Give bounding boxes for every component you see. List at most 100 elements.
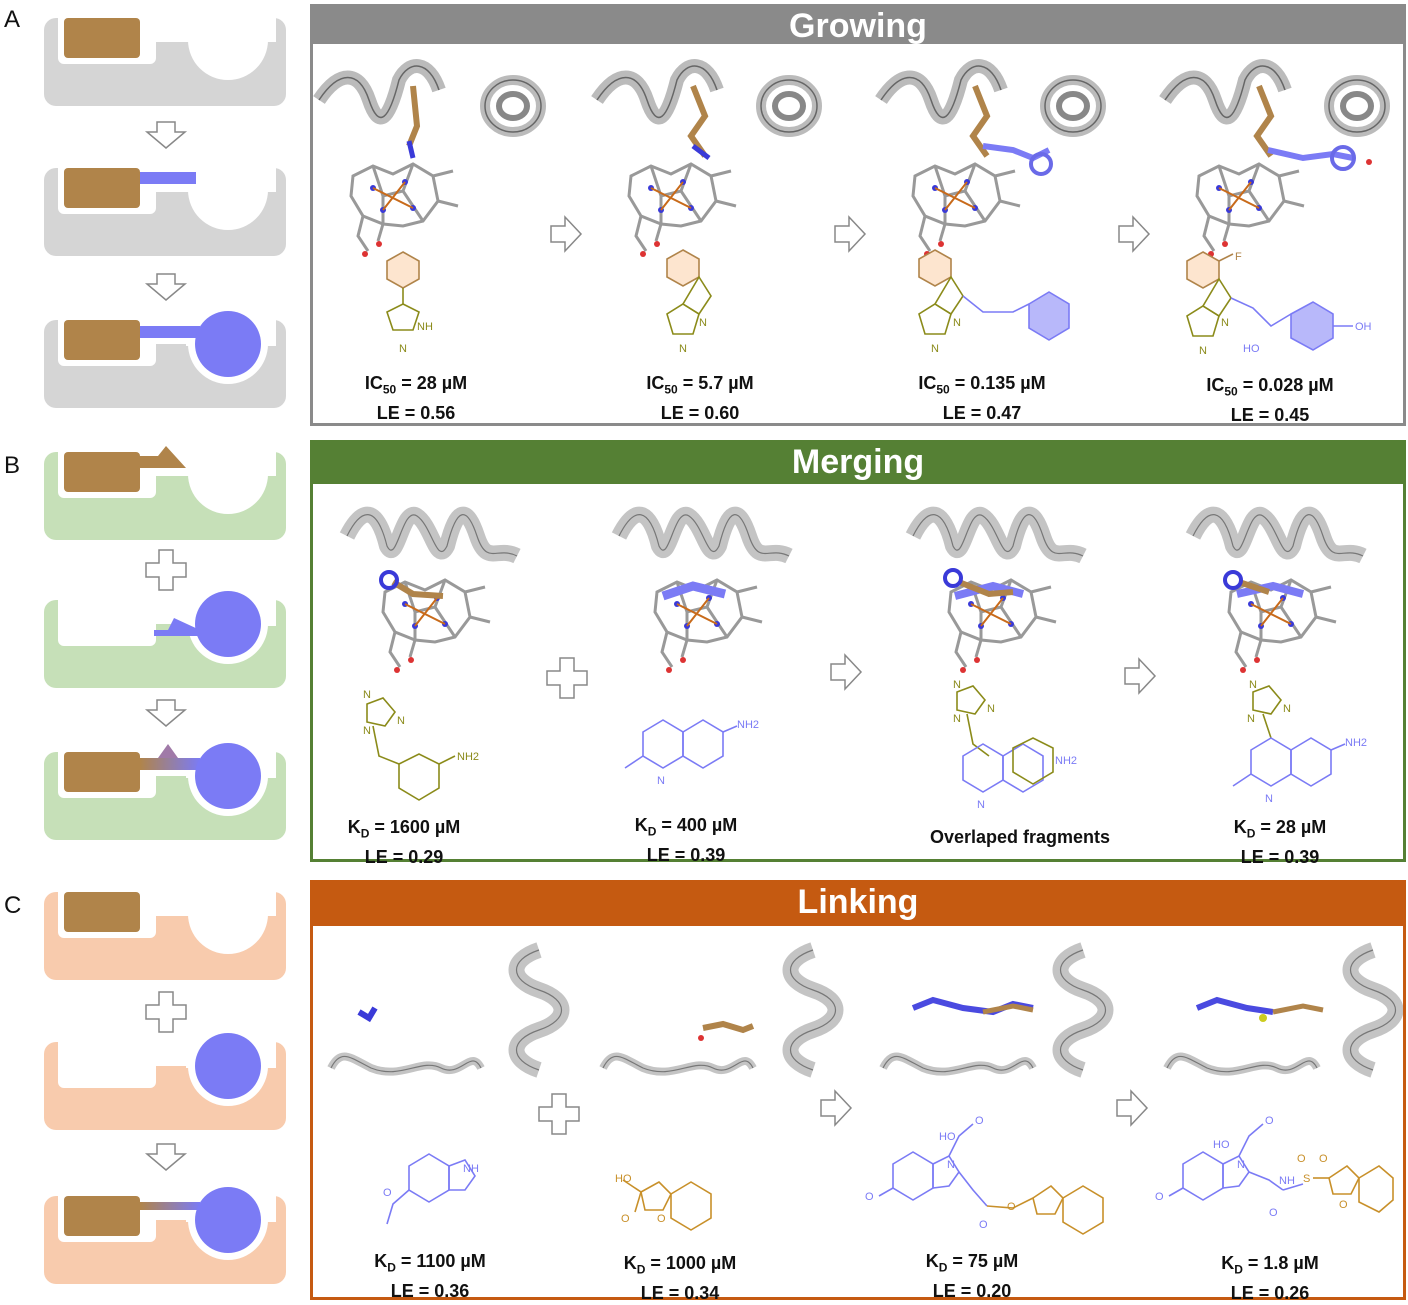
right-arrow-icon: [1124, 658, 1156, 694]
atom-label: O: [1269, 1207, 1278, 1219]
atom-label: N: [363, 689, 371, 701]
atom-label: NH2: [1345, 737, 1367, 749]
caption-a3: IC50 = 0.135 µM LE = 0.47: [918, 373, 1046, 423]
panel-letter-b: B: [4, 452, 21, 479]
atom-label: O: [1297, 1153, 1306, 1165]
complex-c2: [603, 950, 836, 1072]
structure-c1: NH O: [383, 1153, 479, 1225]
atom-label: N: [399, 343, 407, 355]
atom-label: O: [621, 1213, 630, 1225]
atom-label: N: [1199, 345, 1207, 357]
atom-label: N: [977, 799, 985, 811]
panel-title-linking: Linking: [310, 880, 1406, 926]
atom-label: N: [953, 679, 961, 691]
atom-label: N: [657, 775, 665, 787]
down-arrow-icon: [146, 273, 186, 301]
panel-title-growing: Growing: [310, 4, 1406, 45]
atom-label: NH2: [1055, 755, 1077, 767]
panel-letter-c: C: [4, 892, 22, 919]
scheme-a1: [44, 10, 286, 106]
atom-label: O: [975, 1115, 984, 1127]
right-arrow-icon: [550, 216, 582, 252]
caption-c3: KD = 75 µM LE = 0.20: [925, 1251, 1019, 1301]
atom-label: N: [1249, 679, 1257, 691]
caption-b3: Overlaped fragments: [929, 827, 1111, 847]
atom-label: HO: [615, 1173, 632, 1185]
down-arrow-icon: [146, 121, 186, 149]
atom-label: N: [1221, 317, 1229, 329]
atom-label: N: [1247, 713, 1255, 725]
atom-label: HO: [1243, 343, 1260, 355]
caption-c1: KD = 1100 µM LE = 0.36: [374, 1251, 486, 1301]
atom-label: O: [1007, 1201, 1016, 1213]
complex-a2: [597, 66, 817, 259]
atom-label: O: [657, 1213, 666, 1225]
structure-a2: N N: [666, 249, 712, 355]
atom-label: O: [383, 1187, 392, 1199]
atom-label: NH: [417, 321, 433, 333]
caption-b1: KD = 1600 µM LE = 0.29: [347, 817, 461, 867]
caption-a1: IC50 = 28 µM LE = 0.56: [364, 373, 468, 423]
scheme-b3: [44, 736, 286, 840]
complex-a3: [881, 66, 1101, 259]
complex-a4: [1165, 66, 1385, 259]
atom-label: HO: [1213, 1139, 1230, 1151]
atom-label: O: [1339, 1199, 1348, 1211]
caption-b4: KD = 28 µM LE = 0.39: [1233, 817, 1327, 867]
scheme-c1: [44, 874, 286, 980]
scheme-b2: [44, 584, 286, 688]
complex-c4: [1167, 950, 1396, 1072]
atom-label: HO: [939, 1131, 956, 1143]
atom-label: NH2: [737, 719, 759, 731]
atom-label: O: [1155, 1191, 1164, 1203]
structure-a3: N N: [918, 249, 1070, 355]
right-arrow-icon: [820, 1090, 852, 1126]
scheme-a2: [44, 150, 286, 256]
scheme-column: [44, 10, 286, 1284]
structure-a1: NH N: [386, 251, 433, 355]
structure-b2: N NH2: [624, 719, 759, 787]
complex-b2: [619, 515, 789, 675]
down-arrow-icon: [146, 1143, 186, 1171]
complex-b4: [1193, 515, 1363, 675]
caption-c4: KD = 1.8 µM LE = 0.26: [1221, 1253, 1319, 1303]
atom-label: N: [931, 343, 939, 355]
merging-artwork: N N N NH2 N NH2 N N N N NH2 N N N N NH2: [313, 486, 1403, 811]
panel-linking: [310, 880, 1406, 1300]
complex-b3: [913, 515, 1083, 675]
panel-letter-a: A: [4, 6, 21, 33]
plus-icon: [145, 549, 187, 591]
atom-label: F: [1235, 251, 1242, 263]
scheme-c2: [44, 1026, 286, 1130]
growing-artwork: NH N N N N N F N N HO OH: [313, 46, 1403, 357]
complex-c1: [331, 950, 562, 1072]
scheme-b1: [44, 434, 286, 540]
atom-label: O: [1319, 1153, 1328, 1165]
atom-label: NH: [1279, 1175, 1295, 1187]
structure-c4: HO O N O NH S O O O O: [1155, 1115, 1394, 1219]
atom-label: N: [1265, 793, 1273, 805]
atom-label: N: [679, 343, 687, 355]
panel-title-merging: Merging: [310, 440, 1406, 484]
atom-label: O: [1265, 1115, 1274, 1127]
structure-b4: N N N N NH2: [1232, 679, 1367, 805]
atom-label: S: [1303, 1173, 1310, 1185]
right-arrow-icon: [834, 216, 866, 252]
caption-b2: KD = 400 µM LE = 0.39: [634, 815, 738, 865]
atom-label: N: [953, 317, 961, 329]
structure-b3: N N N N NH2: [953, 679, 1077, 811]
plus-icon: [546, 657, 588, 699]
structure-c2: HO O O: [615, 1173, 712, 1231]
atom-label: N: [1283, 703, 1291, 715]
complex-c3: [883, 950, 1106, 1072]
plus-icon: [538, 1093, 580, 1135]
scheme-a3: [44, 304, 286, 408]
atom-label: N: [1237, 1159, 1245, 1171]
atom-label: N: [987, 703, 995, 715]
complex-b1: [347, 515, 517, 675]
caption-a2: IC50 = 5.7 µM LE = 0.60: [646, 373, 754, 423]
atom-label: N: [947, 1159, 955, 1171]
plus-icon: [145, 991, 187, 1033]
panel-growing: [310, 4, 1406, 426]
atom-label: NH: [463, 1163, 479, 1175]
